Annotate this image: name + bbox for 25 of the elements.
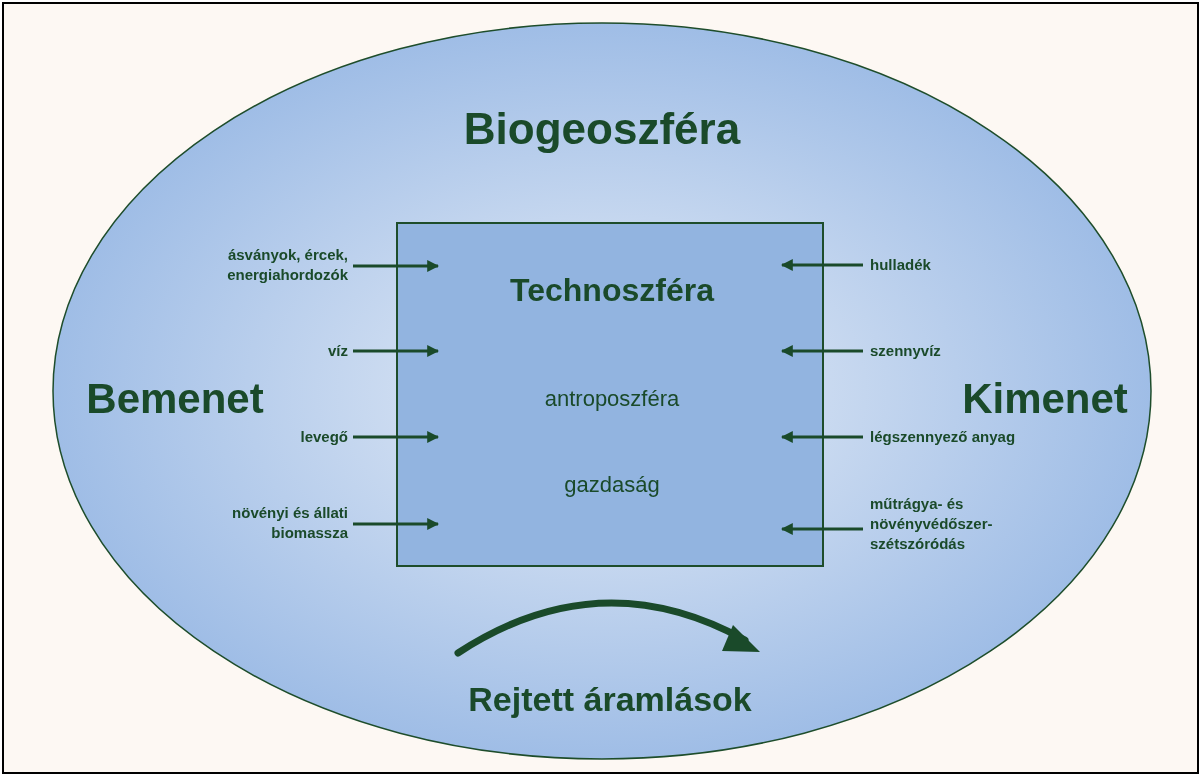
side-heading: Bemenet bbox=[85, 374, 265, 424]
technosphere-box bbox=[396, 222, 824, 567]
biosphere-ellipse bbox=[52, 22, 1152, 760]
arrow bbox=[780, 345, 863, 357]
arrow bbox=[353, 518, 440, 530]
box-text: antroposzféra bbox=[543, 385, 681, 413]
arrow bbox=[353, 345, 440, 357]
arrow bbox=[353, 260, 440, 272]
box-text: gazdaság bbox=[563, 471, 661, 499]
arrow bbox=[780, 431, 863, 443]
side-heading: Kimenet bbox=[961, 374, 1129, 424]
box-title: Technoszféra bbox=[509, 271, 716, 310]
flow-label: hulladék bbox=[870, 255, 1030, 275]
flow-label: levegő bbox=[250, 427, 348, 447]
flow-heading: Rejtett áramlások bbox=[467, 679, 753, 720]
sphere-title: Biogeoszféra bbox=[462, 103, 742, 155]
arrow bbox=[780, 259, 863, 271]
arrow bbox=[353, 431, 440, 443]
flow-label: ásványok, ércek, energiahordozók bbox=[170, 245, 348, 287]
flow-label: növényi és állati biomassza bbox=[170, 503, 348, 545]
flow-label: műtrágya- és növényvédőszer-szétszóródás bbox=[870, 494, 1020, 556]
flow-label: szennyvíz bbox=[870, 341, 1030, 361]
arrow bbox=[780, 523, 863, 535]
flow-label: légszennyező anyag bbox=[870, 427, 1070, 447]
flow-label: víz bbox=[250, 341, 348, 361]
